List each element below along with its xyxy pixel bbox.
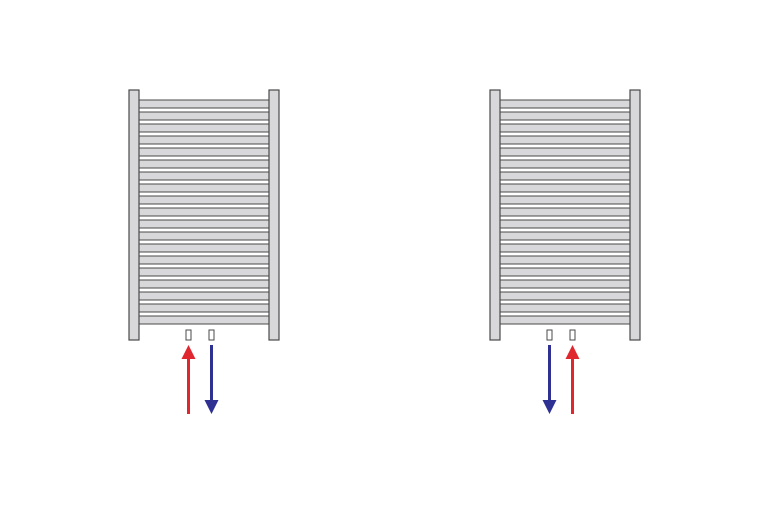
radiator-bar [138, 123, 271, 133]
radiator-bar [499, 279, 632, 289]
radiator-bar [499, 147, 632, 157]
pipe-connector-return [546, 329, 553, 341]
radiator-left-rail [128, 89, 140, 341]
arrow-up-icon [565, 345, 580, 414]
radiator-bar [499, 183, 632, 193]
radiator-right [489, 89, 641, 341]
radiator-bar [499, 231, 632, 241]
radiator-bar [138, 243, 271, 253]
radiator-bar [138, 147, 271, 157]
radiator-left-rail [489, 89, 501, 341]
radiator-left [128, 89, 280, 341]
arrow-down-icon-head [204, 400, 219, 414]
radiator-bar [138, 279, 271, 289]
radiator-bar [499, 267, 632, 277]
radiator-bar [499, 171, 632, 181]
arrow-up-icon [181, 345, 196, 414]
radiator-bar [499, 255, 632, 265]
arrow-down-icon [542, 345, 557, 414]
radiator-bar [499, 315, 632, 325]
radiator-bar [138, 303, 271, 313]
radiator-bar [138, 159, 271, 169]
arrow-up-icon-head [565, 345, 580, 359]
radiator-bar [499, 99, 632, 109]
radiator-bar [138, 135, 271, 145]
radiator-bar [499, 303, 632, 313]
radiator-bar [138, 267, 271, 277]
pipe-connector-return [208, 329, 215, 341]
radiator-bar [499, 135, 632, 145]
radiator-bar [499, 243, 632, 253]
radiator-bar [138, 231, 271, 241]
radiator-bar [499, 195, 632, 205]
radiator-bar [138, 183, 271, 193]
radiator-bar [499, 123, 632, 133]
radiator-right-rail [268, 89, 280, 341]
radiator-bar [138, 291, 271, 301]
pipe-connector-supply [185, 329, 192, 341]
radiator-bar [499, 111, 632, 121]
radiator-bar [138, 99, 271, 109]
radiator-right-rail [629, 89, 641, 341]
radiator-bar [499, 207, 632, 217]
arrow-up-icon-head [181, 345, 196, 359]
radiator-bar [138, 207, 271, 217]
radiator-bar [138, 171, 271, 181]
radiator-bar [138, 111, 271, 121]
radiator-bar [138, 255, 271, 265]
radiator-bar [138, 219, 271, 229]
arrow-down-icon [204, 345, 219, 414]
radiator-bar [138, 315, 271, 325]
radiator-bar [499, 291, 632, 301]
radiator-bar [499, 159, 632, 169]
arrow-down-icon-head [542, 400, 557, 414]
radiator-bar [138, 195, 271, 205]
radiator-bar [499, 219, 632, 229]
pipe-connector-supply [569, 329, 576, 341]
